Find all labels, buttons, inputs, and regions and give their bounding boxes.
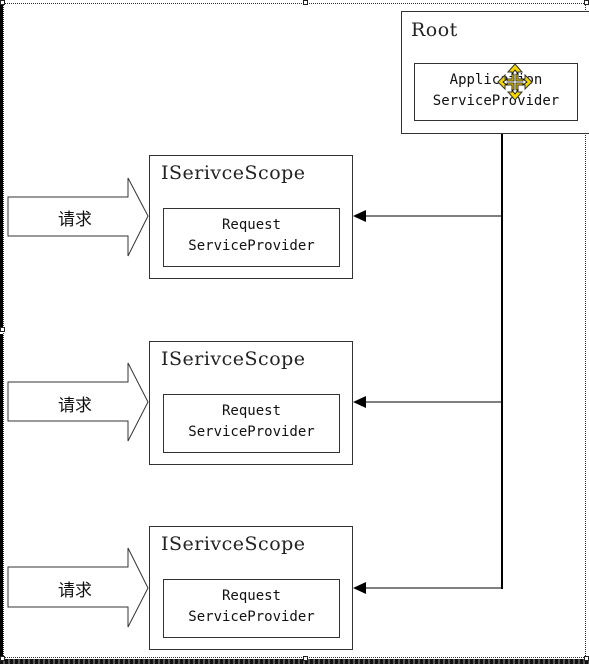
request-label-2: 请求 [58,396,92,416]
application-service-provider-box[interactable]: Application ServiceProvider [414,63,578,121]
bottom-edge-strip [0,659,589,664]
resize-handle-bottom-center[interactable] [303,656,308,661]
move-cursor-icon [497,63,533,101]
request-service-provider-box-2[interactable]: Request ServiceProvider [163,394,340,453]
request-arrow-2 [7,362,149,442]
request-provider-line2-3: ServiceProvider [188,609,315,625]
service-scope-2[interactable]: ISerivceScope Request ServiceProvider [149,341,353,465]
branch-arrowhead-3 [353,582,366,594]
scope-title-2: ISerivceScope [161,348,306,370]
request-provider-line2-1: ServiceProvider [188,238,315,254]
scope-title-1: ISerivceScope [161,162,306,184]
request-label-1: 请求 [58,210,92,230]
request-provider-line1-2: Request [221,403,281,419]
resize-handle-bottom-left[interactable] [0,656,5,661]
scope-title-3: ISerivceScope [161,533,306,555]
resize-handle-middle-left[interactable] [0,327,5,332]
request-service-provider-box-1[interactable]: Request ServiceProvider [163,208,340,267]
root-container[interactable]: Root Application ServiceProvider [401,11,589,134]
resize-handle-top-left[interactable] [0,0,5,5]
request-service-provider-box-3[interactable]: Request ServiceProvider [163,579,340,638]
left-edge-strip-lower [0,334,3,659]
service-scope-1[interactable]: ISerivceScope Request ServiceProvider [149,155,353,279]
root-title: Root [411,19,458,41]
request-provider-line2-2: ServiceProvider [188,424,315,440]
resize-handle-top-center[interactable] [303,0,308,5]
request-provider-line1-3: Request [221,588,281,604]
left-edge-strip [0,0,3,328]
branch-arrowhead-2 [353,396,366,408]
service-scope-3[interactable]: ISerivceScope Request ServiceProvider [149,526,353,650]
branch-arrowhead-1 [353,210,366,222]
request-arrow-1 [7,177,149,257]
request-provider-line1-1: Request [221,217,281,233]
application-provider-line2: ServiceProvider [432,93,560,109]
request-label-3: 请求 [58,581,92,601]
request-arrow-3 [7,547,149,628]
